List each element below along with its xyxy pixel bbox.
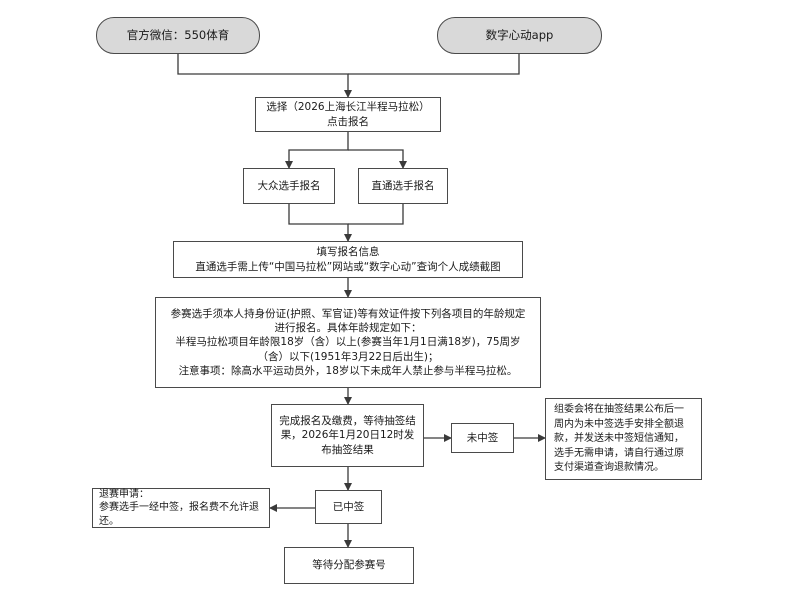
node-public-registration: 大众选手报名 — [243, 168, 335, 204]
node-fill-info: 填写报名信息 直通选手需上传“中国马拉松”网站或“数字心动”查询个人成绩截图 — [173, 241, 523, 278]
connector-select-direct — [348, 149, 407, 169]
node-direct-registration: 直通选手报名 — [358, 168, 448, 204]
node-wait-bib-label: 等待分配参赛号 — [312, 559, 386, 572]
node-payment-lottery: 完成报名及缴费，等待抽签结果，2026年1月20日12时发布抽签结果 — [271, 404, 424, 467]
node-age-rules-label: 参赛选手须本人持身份证(护照、军官证)等有效证件按下列各项目的年龄规定进行报名。… — [170, 308, 526, 377]
connector-public-fill — [288, 204, 352, 242]
connector-app-select — [348, 54, 520, 75]
node-direct-registration-label: 直通选手报名 — [371, 179, 435, 192]
node-refund-note-label: 组委会将在抽签结果公布后一周内为未中签选手安排全额退款，并发送未中签短信通知，选… — [554, 404, 684, 473]
node-official-wechat: 官方微信：550体育 — [96, 17, 260, 54]
node-digital-heart-app: 数字心动app — [437, 17, 602, 54]
node-wait-bib: 等待分配参赛号 — [284, 547, 414, 584]
node-withdraw-request: 退赛申请： 参赛选手一经中签，报名费不允许退还。 — [92, 488, 270, 528]
node-fill-info-label: 填写报名信息 直通选手需上传“中国马拉松”网站或“数字心动”查询个人成绩截图 — [195, 246, 501, 273]
node-won: 已中签 — [315, 490, 382, 524]
node-won-label: 已中签 — [332, 500, 365, 513]
connector-select-public — [285, 132, 349, 169]
connector-direct-fill — [348, 204, 404, 225]
node-public-registration-label: 大众选手报名 — [257, 179, 321, 192]
node-select-race: 选择（2026上海长江半程马拉松） 点击报名 — [255, 97, 441, 132]
node-age-rules: 参赛选手须本人持身份证(护照、军官证)等有效证件按下列各项目的年龄规定进行报名。… — [155, 297, 541, 388]
node-select-race-label: 选择（2026上海长江半程马拉松） 点击报名 — [266, 101, 430, 128]
node-payment-lottery-label: 完成报名及缴费，等待抽签结果，2026年1月20日12时发布抽签结果 — [279, 415, 416, 456]
node-refund-note: 组委会将在抽签结果公布后一周内为未中签选手安排全额退款，并发送未中签短信通知，选… — [545, 398, 702, 480]
node-official-wechat-label: 官方微信：550体育 — [126, 27, 230, 42]
connector-wechat-select — [177, 54, 352, 98]
node-withdraw-request-label: 退赛申请： 参赛选手一经中签，报名费不允许退还。 — [99, 488, 259, 527]
node-not-won: 未中签 — [451, 423, 514, 453]
node-not-won-label: 未中签 — [466, 431, 499, 444]
node-digital-heart-app-label: 数字心动app — [485, 27, 554, 42]
